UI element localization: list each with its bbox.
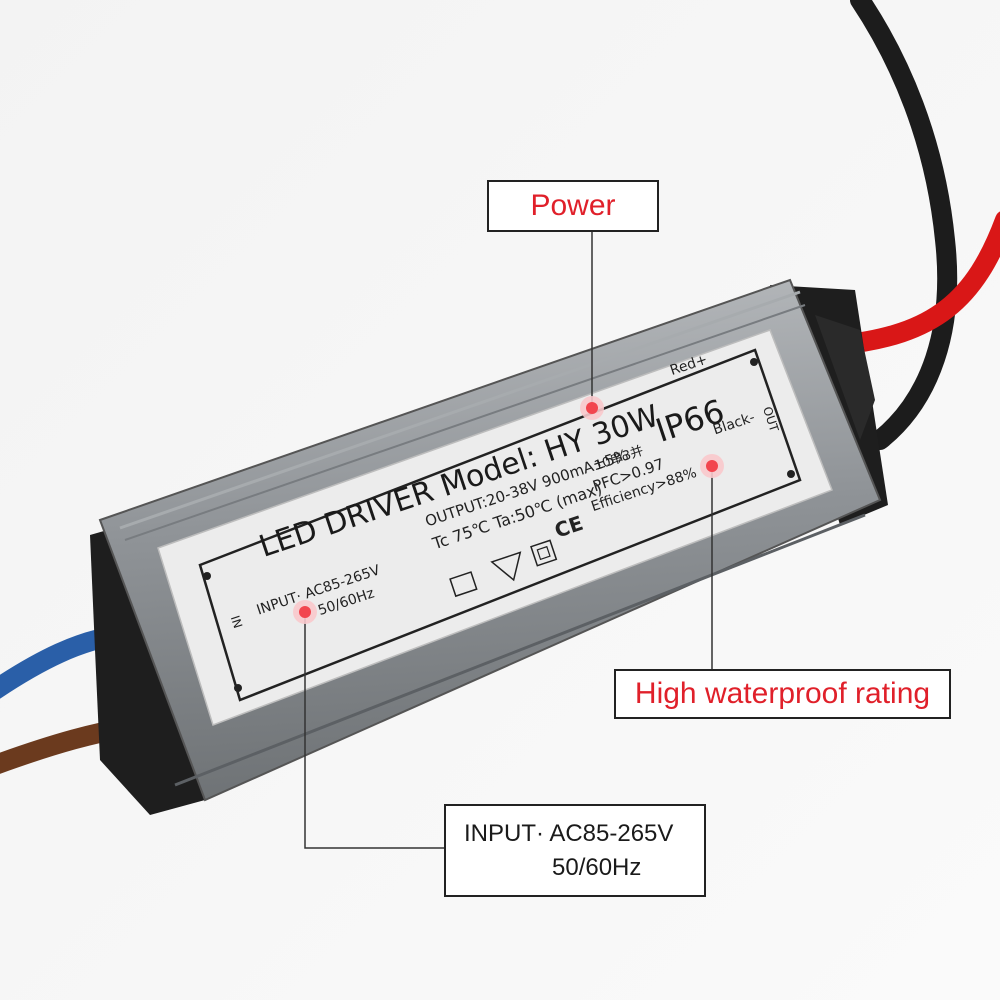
safety-house-icon xyxy=(449,571,478,598)
label-in: IN xyxy=(228,614,245,630)
leader-lines xyxy=(304,232,713,849)
black-wire-out xyxy=(850,0,958,450)
f-mark-icon xyxy=(490,551,522,582)
red-wire-out xyxy=(830,211,1000,355)
double-insulation-icon xyxy=(530,539,558,567)
double-insulation-inner-icon xyxy=(536,545,551,561)
input-callout-line1: INPUT· AC85-265V xyxy=(464,819,674,847)
waterproof-callout-text: High waterproof rating xyxy=(634,677,931,710)
markers xyxy=(293,396,724,624)
input-callout-line2: 50/60Hz xyxy=(552,853,642,881)
power-callout: Power xyxy=(487,180,659,232)
power-callout-text: Power xyxy=(530,189,616,222)
waterproof-callout: High waterproof rating xyxy=(614,669,951,719)
input-callout: INPUT· AC85-265V 50/60Hz xyxy=(444,804,706,897)
